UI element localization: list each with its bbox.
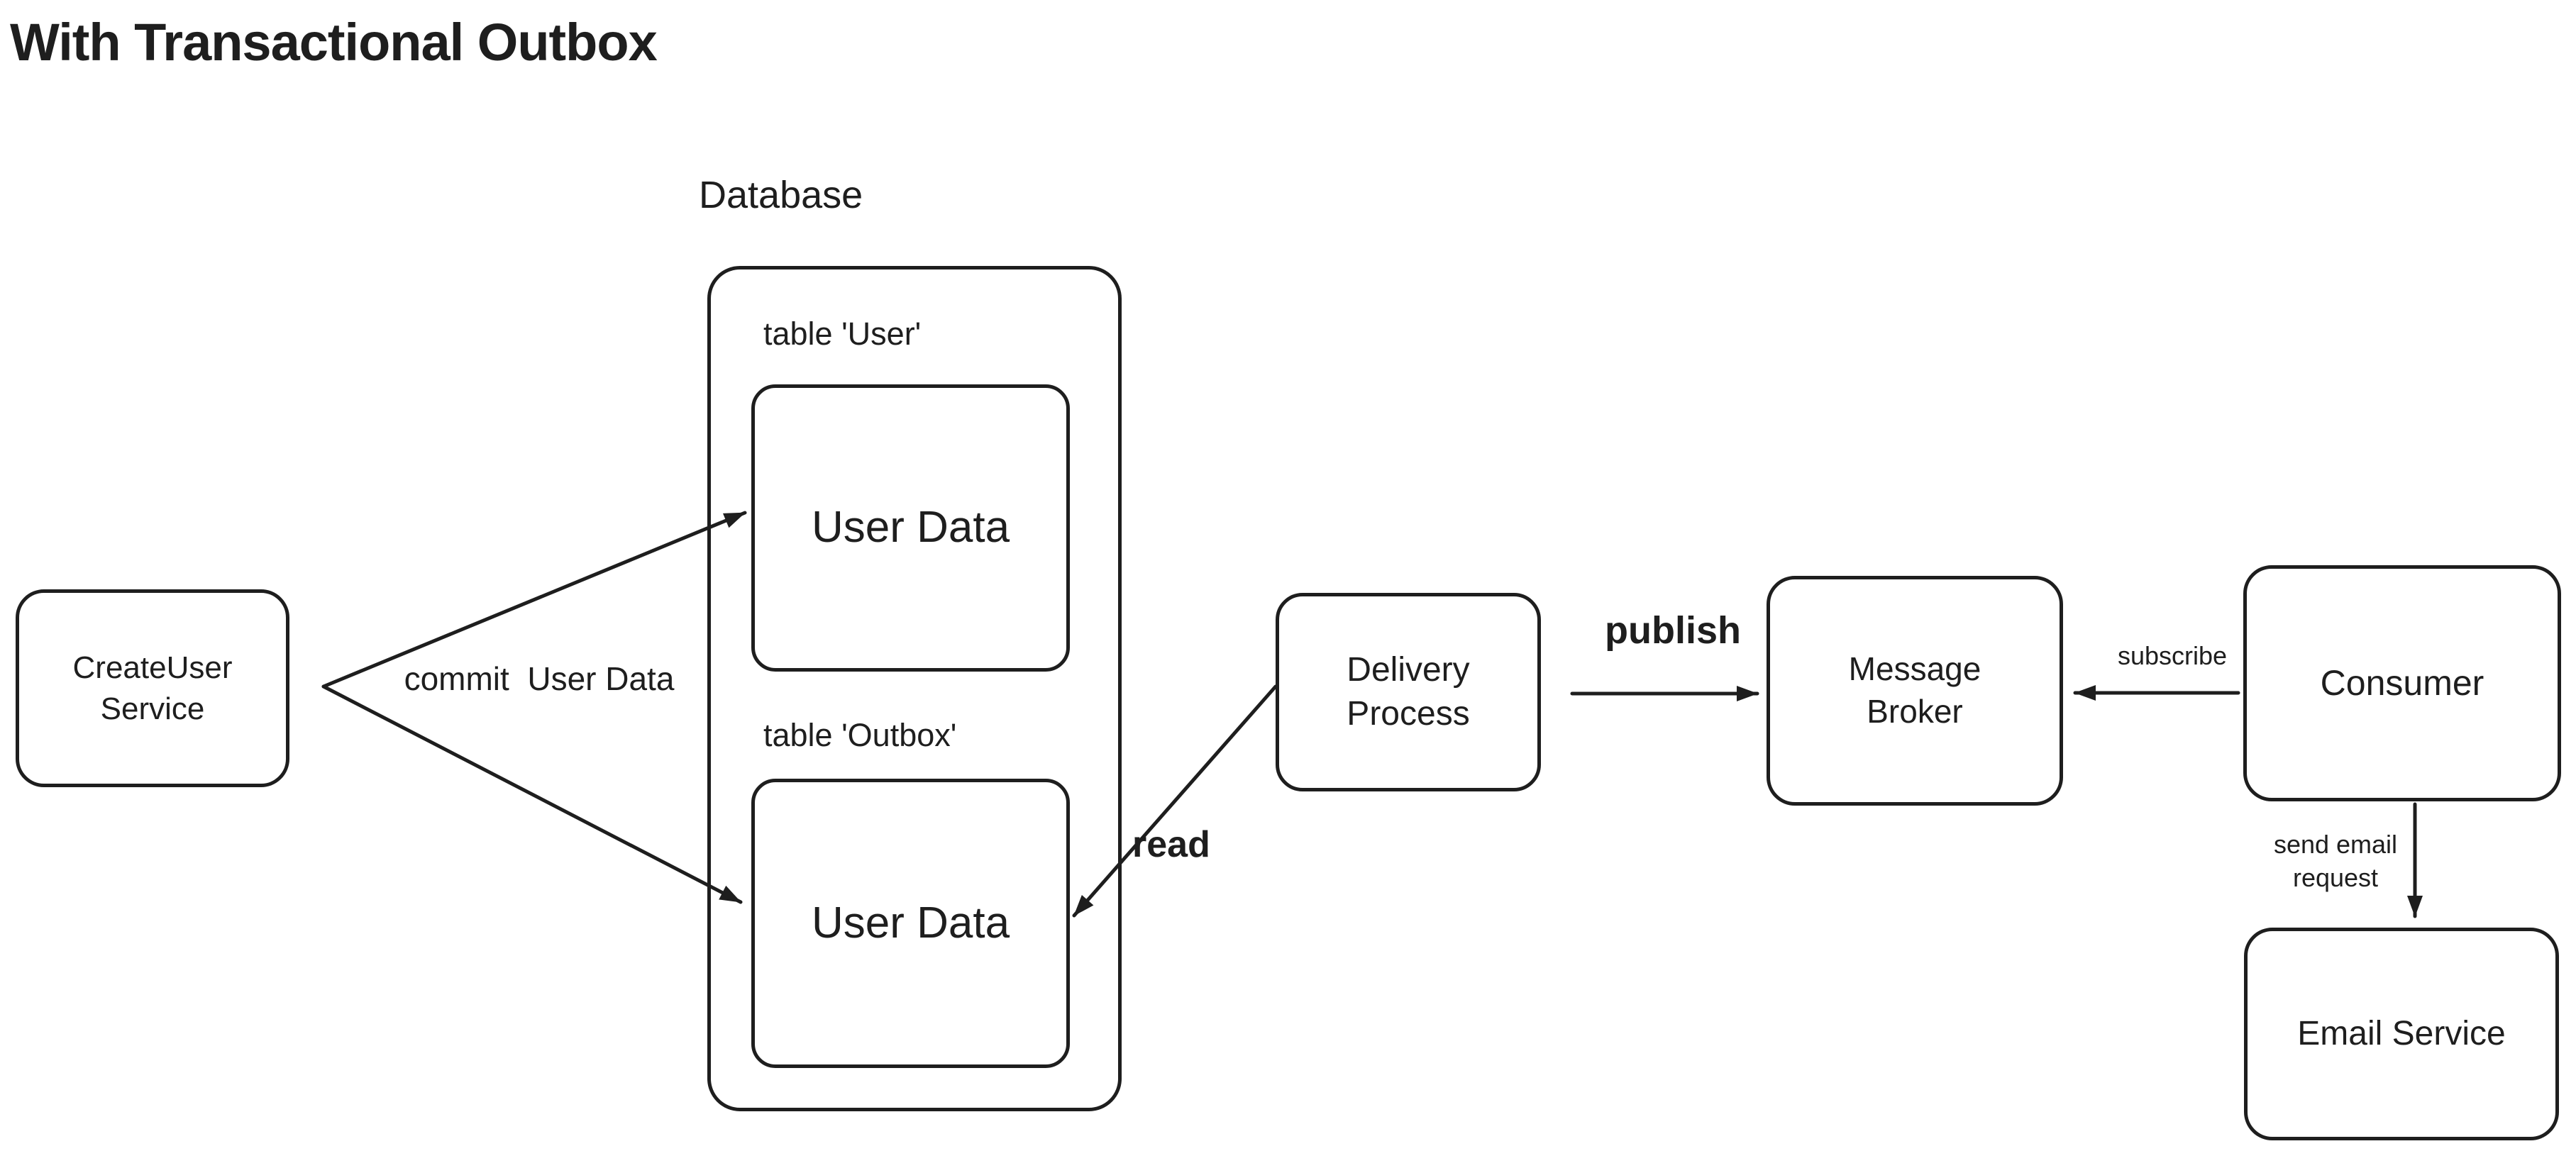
database-container-box (707, 266, 1122, 1111)
node-consumer: Consumer (2243, 565, 2561, 801)
node-email-service: Email Service (2244, 928, 2559, 1140)
outbox-table-value: User Data (811, 898, 1010, 947)
commit-arrow-to-outbox-table (321, 684, 743, 904)
node-createuser-service: CreateUser Service (16, 589, 289, 787)
read-arrow (1072, 684, 1278, 918)
commit-arrow-to-user-table (321, 511, 747, 689)
read-edge-label: read (1132, 824, 1210, 865)
user-table-value: User Data (811, 503, 1010, 552)
database-label: Database (699, 174, 863, 216)
node-message-broker: Message Broker (1767, 576, 2063, 806)
node-message-broker-label: Message Broker (1848, 650, 1981, 730)
subscribe-edge-label: subscribe (2117, 641, 2228, 670)
node-consumer-label: Consumer (2320, 663, 2484, 703)
user-table-box: User Data (751, 384, 1070, 672)
send-email-edge-label: send email request (2273, 830, 2398, 892)
commit-edge-label: commit User Data (404, 660, 675, 697)
table-user-caption: table 'User' (763, 316, 922, 352)
publish-edge-label: publish (1605, 609, 1741, 652)
outbox-table-box: User Data (751, 779, 1070, 1068)
node-delivery-process: Delivery Process (1276, 593, 1541, 791)
node-createuser-service-label: CreateUser Service (72, 650, 233, 726)
node-delivery-process-label: Delivery Process (1347, 650, 1470, 733)
node-email-service-label: Email Service (2297, 1014, 2506, 1052)
diagram-title: With Transactional Outbox (10, 13, 658, 72)
table-outbox-caption: table 'Outbox' (763, 717, 957, 753)
